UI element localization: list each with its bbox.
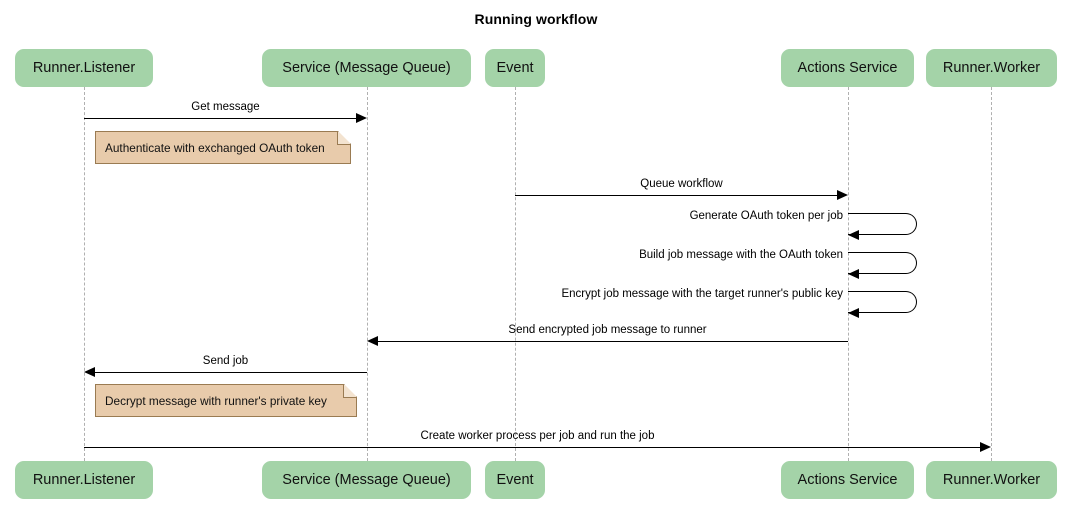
participant-label: Runner.Listener — [32, 60, 136, 76]
arrowhead-icon — [848, 230, 859, 240]
participant-event-top[interactable]: Event — [485, 49, 545, 87]
participant-label: Runner.Listener — [32, 472, 136, 488]
arrowhead-icon — [980, 442, 991, 452]
note-fold-triangle-icon — [344, 384, 357, 397]
page-title: Running workflow — [474, 11, 598, 27]
participant-actions-service-bottom[interactable]: Actions Service — [781, 461, 914, 499]
arrowhead-icon — [356, 113, 367, 123]
participant-event-bottom[interactable]: Event — [485, 461, 545, 499]
participant-runner-worker-top[interactable]: Runner.Worker — [926, 49, 1057, 87]
arrowhead-icon — [848, 269, 859, 279]
participant-label: Runner.Worker — [942, 60, 1041, 76]
participant-label: Actions Service — [797, 60, 898, 76]
message-label-create-worker-process: Create worker process per job and run th… — [420, 430, 655, 442]
note-text: Authenticate with exchanged OAuth token — [105, 140, 325, 155]
participant-label: Event — [496, 472, 534, 488]
participant-label: Event — [496, 60, 534, 76]
message-line-get-message — [84, 118, 356, 119]
note-text: Decrypt message with runner's private ke… — [105, 393, 327, 408]
participant-service-message-queue-bottom[interactable]: Service (Message Queue) — [262, 461, 471, 499]
participant-runner-listener-top[interactable]: Runner.Listener — [15, 49, 153, 87]
participant-label: Runner.Worker — [942, 472, 1041, 488]
lifeline-service-message-queue — [367, 87, 368, 461]
note-fold-triangle-icon — [338, 131, 351, 144]
lifeline-runner-worker — [991, 87, 992, 461]
participant-label: Service (Message Queue) — [282, 472, 451, 488]
message-label-generate-oauth-token: Generate OAuth token per job — [689, 210, 843, 222]
arrowhead-icon — [367, 336, 378, 346]
message-line-create-worker-process — [84, 447, 980, 448]
arrowhead-icon — [84, 367, 95, 377]
participant-runner-worker-bottom[interactable]: Runner.Worker — [926, 461, 1057, 499]
arrowhead-icon — [837, 190, 848, 200]
message-label-build-job-message: Build job message with the OAuth token — [639, 249, 843, 261]
note-decrypt-private-key: Decrypt message with runner's private ke… — [95, 384, 357, 417]
lifeline-runner-listener — [84, 87, 85, 461]
message-line-queue-workflow — [515, 195, 837, 196]
arrowhead-icon — [848, 308, 859, 318]
self-message-loop-encrypt-job-message — [848, 291, 917, 313]
participant-actions-service-top[interactable]: Actions Service — [781, 49, 914, 87]
self-message-loop-generate-oauth-token — [848, 213, 917, 235]
message-label-encrypt-job-message: Encrypt job message with the target runn… — [561, 288, 843, 300]
message-label-get-message: Get message — [191, 101, 260, 113]
participant-service-message-queue-top[interactable]: Service (Message Queue) — [262, 49, 471, 87]
self-message-loop-build-job-message — [848, 252, 917, 274]
message-label-queue-workflow: Queue workflow — [640, 178, 723, 190]
participant-runner-listener-bottom[interactable]: Runner.Listener — [15, 461, 153, 499]
note-authenticate-oauth: Authenticate with exchanged OAuth token — [95, 131, 351, 164]
message-label-send-encrypted-job-message: Send encrypted job message to runner — [508, 324, 707, 336]
participant-label: Actions Service — [797, 472, 898, 488]
message-label-send-job: Send job — [202, 355, 249, 367]
message-line-send-encrypted-job-message — [378, 341, 848, 342]
participant-label: Service (Message Queue) — [282, 60, 451, 76]
lifeline-event — [515, 87, 516, 461]
message-line-send-job — [95, 372, 367, 373]
